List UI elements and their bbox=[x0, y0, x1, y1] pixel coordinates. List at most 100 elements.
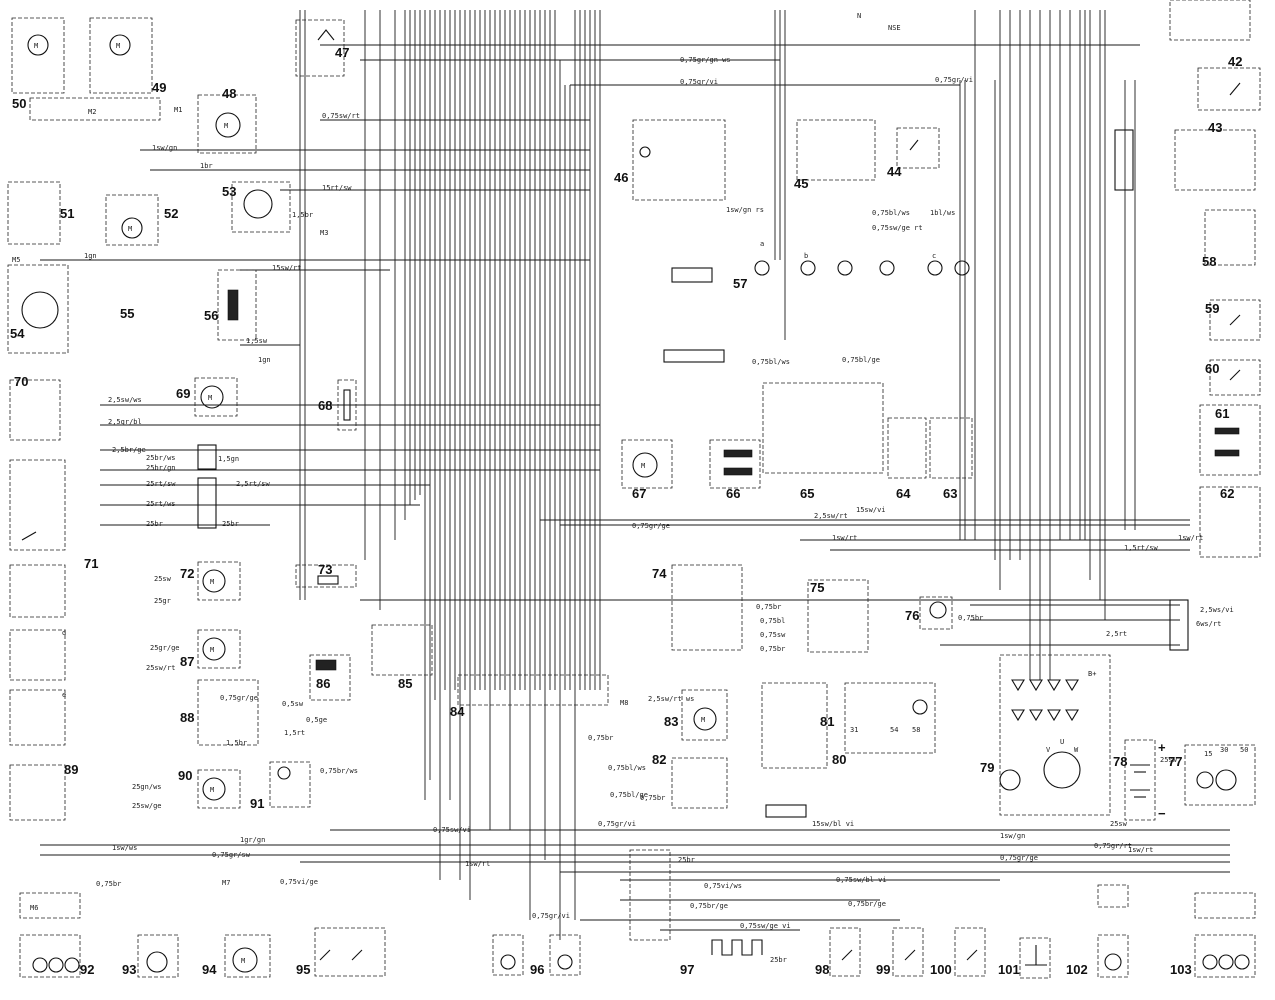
wire-label: 0,75vi/ge bbox=[280, 878, 318, 886]
component-88-label: 88 bbox=[180, 710, 194, 725]
terminal-label: d bbox=[62, 629, 66, 637]
wire-label: 0,75gr/sw bbox=[212, 851, 251, 859]
component-68-label: 68 bbox=[318, 398, 332, 413]
switch-symbols bbox=[21, 29, 1241, 966]
wire-label: 0,75gr/gn ws bbox=[680, 56, 731, 64]
wire-label: 0,75br/ge bbox=[848, 900, 886, 908]
terminal-label: M6 bbox=[30, 904, 38, 912]
connector-blocks bbox=[197, 129, 1189, 818]
wire-label: 1sw/rt bbox=[1128, 846, 1153, 854]
component-99-label: 99 bbox=[876, 962, 890, 977]
component-76-label: 76 bbox=[905, 608, 919, 623]
component-59-label: 59 bbox=[1205, 301, 1219, 316]
wire-label: 0,75br bbox=[588, 734, 613, 742]
component-93-label: 93 bbox=[122, 962, 136, 977]
wire-label: 0,75sw bbox=[760, 631, 786, 639]
wire-label: 1,5rt/sw bbox=[1124, 544, 1159, 552]
component-61-label: 61 bbox=[1215, 406, 1229, 421]
wire-label: 0,75br bbox=[760, 645, 785, 653]
wire-label: 0,75gr/vi bbox=[598, 820, 636, 828]
component-57-label: 57 bbox=[733, 276, 747, 291]
wire-label: 0,75bl/ge bbox=[842, 356, 880, 364]
terminal-label: U bbox=[1060, 738, 1064, 746]
svg-text:M: M bbox=[210, 578, 214, 586]
wire-label: 1sw/gn bbox=[1000, 832, 1025, 840]
wire-label: 0,75gr/vi bbox=[935, 76, 973, 84]
terminal-label: a bbox=[760, 240, 764, 248]
wire-label: 0,75gr/ge bbox=[220, 694, 258, 702]
component-84-label: 84 bbox=[450, 704, 465, 719]
component-92-label: 92 bbox=[80, 962, 94, 977]
terminal-label: M5 bbox=[12, 256, 20, 264]
motor-symbols: M M M M M M M M M M M bbox=[21, 34, 1237, 973]
svg-text:M: M bbox=[116, 42, 120, 50]
wire-label: 1gn bbox=[258, 356, 271, 364]
terminal-label: N bbox=[857, 12, 861, 20]
terminal-label: 31 bbox=[850, 726, 858, 734]
wire-label: 2,5ws/vi bbox=[1200, 606, 1234, 614]
component-87-label: 87 bbox=[180, 654, 194, 669]
wire-label: 0,75vi/ws bbox=[704, 882, 742, 890]
terminal-label: 54 bbox=[890, 726, 898, 734]
component-75-label: 75 bbox=[810, 580, 824, 595]
component-86-label: 86 bbox=[316, 676, 330, 691]
wire-label: 0,75sw/ge rt bbox=[872, 224, 923, 232]
component-102-label: 102 bbox=[1066, 962, 1088, 977]
wire-label: 0,75gr/vi bbox=[680, 78, 718, 86]
component-44-label: 44 bbox=[887, 164, 902, 179]
svg-text:M: M bbox=[34, 42, 38, 50]
component-74-label: 74 bbox=[652, 566, 667, 581]
wire-label: 1sw/gn bbox=[152, 144, 177, 152]
wire-label: 25br bbox=[146, 520, 163, 528]
component-60-label: 60 bbox=[1205, 361, 1219, 376]
component-103-label: 103 bbox=[1170, 962, 1192, 977]
component-52-label: 52 bbox=[164, 206, 178, 221]
component-91-label: 91 bbox=[250, 796, 264, 811]
terminal-label: b bbox=[804, 252, 808, 260]
wire-label: 0,75bl/ws bbox=[872, 209, 910, 217]
component-96-label: 96 bbox=[530, 962, 544, 977]
component-51-label: 51 bbox=[60, 206, 74, 221]
svg-text:M: M bbox=[128, 225, 132, 233]
component-43-label: 43 bbox=[1208, 120, 1222, 135]
wire-label: 25br bbox=[222, 520, 239, 528]
wire-label: 1sw/rt bbox=[832, 534, 857, 542]
wire-label: 0,75gr/vi bbox=[532, 912, 570, 920]
wire-label: 25sw/rt bbox=[146, 664, 176, 672]
wire-label: 0,75br bbox=[756, 603, 781, 611]
wire-label: 25br/gn bbox=[146, 464, 176, 472]
component-65-label: 65 bbox=[800, 486, 814, 501]
horizontal-wires bbox=[40, 44, 1230, 931]
component-78-label: 78 bbox=[1113, 754, 1127, 769]
svg-text:M: M bbox=[701, 716, 705, 724]
wire-label: 25gr/ge bbox=[150, 644, 180, 652]
terminal-label: M8 bbox=[620, 699, 628, 707]
component-98-label: 98 bbox=[815, 962, 829, 977]
wire-label: 25sw bbox=[1110, 820, 1128, 828]
component-42-label: 42 bbox=[1228, 54, 1242, 69]
wire-label: 1,5gn bbox=[218, 455, 239, 463]
component-67-label: 67 bbox=[632, 486, 646, 501]
wire-label: 1sw/rt bbox=[465, 860, 490, 868]
wire-label: 2,5sw/rt bbox=[814, 512, 848, 520]
terminal-label: e bbox=[62, 691, 66, 699]
terminal-label: B+ bbox=[1088, 670, 1096, 678]
component-53-label: 53 bbox=[222, 184, 236, 199]
rectifier-diodes bbox=[1011, 679, 1079, 722]
wire-label: 1,5br bbox=[226, 739, 247, 747]
wire-label: 15sw/vi bbox=[856, 506, 886, 514]
component-48-label: 48 bbox=[222, 86, 236, 101]
wire-label: 0,75sw/bl vi bbox=[836, 876, 887, 884]
terminal-label: M2 bbox=[88, 108, 96, 116]
terminal-label: NSE bbox=[888, 24, 901, 32]
component-77-label: 77 bbox=[1168, 754, 1182, 769]
component-47-label: 47 bbox=[335, 45, 349, 60]
wire-label: 2,5sw/rt ws bbox=[648, 695, 694, 703]
wire-label: 25sw/ge bbox=[132, 802, 162, 810]
wire-label: 25rt/sw bbox=[146, 480, 176, 488]
terminal-label: 58 bbox=[912, 726, 920, 734]
terminal-label: 50 bbox=[1240, 746, 1248, 754]
component-72-label: 72 bbox=[180, 566, 194, 581]
component-95-label: 95 bbox=[296, 962, 310, 977]
